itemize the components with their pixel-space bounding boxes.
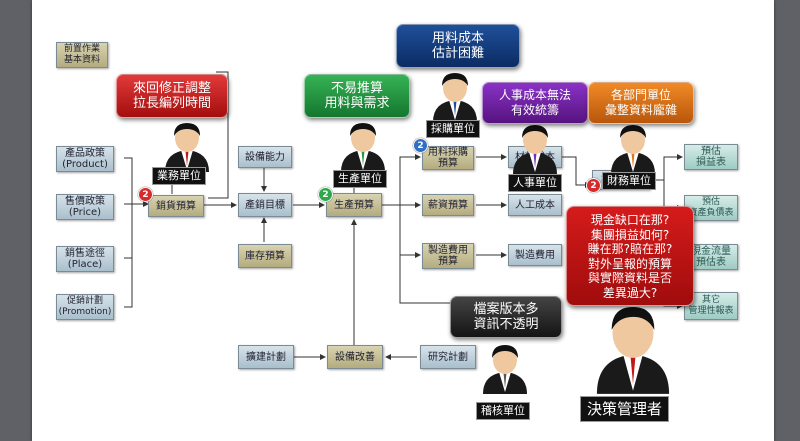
production-target-box: 產銷目標 [238, 193, 292, 217]
production-issue-bubble: 不易推算 用料與需求 [304, 74, 410, 118]
finance-person-icon [611, 125, 655, 174]
sales-budget-box: 銷貨預算 [148, 195, 204, 217]
price-policy-box: 售價政策 (Price) [56, 194, 114, 220]
production-role-label: 生產單位 [333, 170, 387, 188]
place-box: 銷售途徑 (Place) [56, 246, 114, 272]
material-purchase-budget-box: 用料採購 預算 [422, 146, 474, 170]
purchasing-issue-bubble: 用料成本 估計困難 [396, 24, 520, 68]
mfg-expense-budget-box: 製造費用 預算 [422, 243, 474, 269]
audit-role-label: 稽核單位 [476, 402, 530, 420]
promotion-box: 促銷計劃 (Promotion) [56, 294, 114, 320]
manager-person-icon [596, 307, 670, 394]
purchasing-role-label: 採購單位 [426, 120, 480, 138]
sales-badge: 2 [138, 187, 153, 202]
legend-box: 前置作業 基本資料 [56, 42, 108, 68]
report-pl-box: 預估 損益表 [684, 144, 738, 170]
management-issue-bubble: 現金缺口在那? 集團損益如何? 賺在那?賠在那? 對外呈報的預算 與實際資料是否… [566, 206, 694, 306]
equipment-capacity-box: 設備能力 [238, 146, 292, 168]
finance-badge: 2 [586, 178, 601, 193]
production-budget-box: 生產預算 [326, 193, 382, 217]
product-policy-box: 產品政策 (Product) [56, 146, 114, 172]
hr-role-label: 人事單位 [508, 174, 562, 192]
mfg-expense-box: 製造費用 [508, 244, 562, 266]
hr-issue-bubble: 人事成本無法 有效統籌 [482, 82, 588, 124]
purchasing-badge: 2 [413, 138, 428, 153]
production-person-icon [341, 123, 385, 172]
audit-person-icon [483, 345, 527, 394]
audit-issue-bubble: 檔案版本多 資訊不透明 [450, 296, 562, 338]
inventory-budget-box: 庫存預算 [238, 244, 292, 268]
sales-role-label: 業務單位 [152, 167, 206, 185]
expansion-plan-box: 擴建計劃 [238, 345, 294, 369]
equipment-improvement-box: 設備改善 [327, 345, 383, 369]
production-badge: 2 [318, 187, 333, 202]
purchasing-person-icon [433, 73, 477, 122]
finance-role-label: 財務單位 [602, 172, 656, 190]
manager-role-label: 決策管理者 [580, 396, 670, 422]
hr-person-icon [513, 125, 557, 174]
sales-person-icon [165, 123, 209, 172]
finance-issue-bubble: 各部門單位 彙整資料龐雜 [588, 82, 694, 124]
diagram-canvas: 前置作業 基本資料 產品政策 (Product) 售價政策 (Price) 銷售… [32, 0, 774, 441]
sales-issue-bubble: 來回修正調整 拉長編列時間 [116, 74, 228, 118]
salary-budget-box: 薪資預算 [422, 194, 474, 216]
research-plan-box: 研究計劃 [420, 345, 476, 369]
labor-cost-box: 人工成本 [508, 194, 562, 216]
